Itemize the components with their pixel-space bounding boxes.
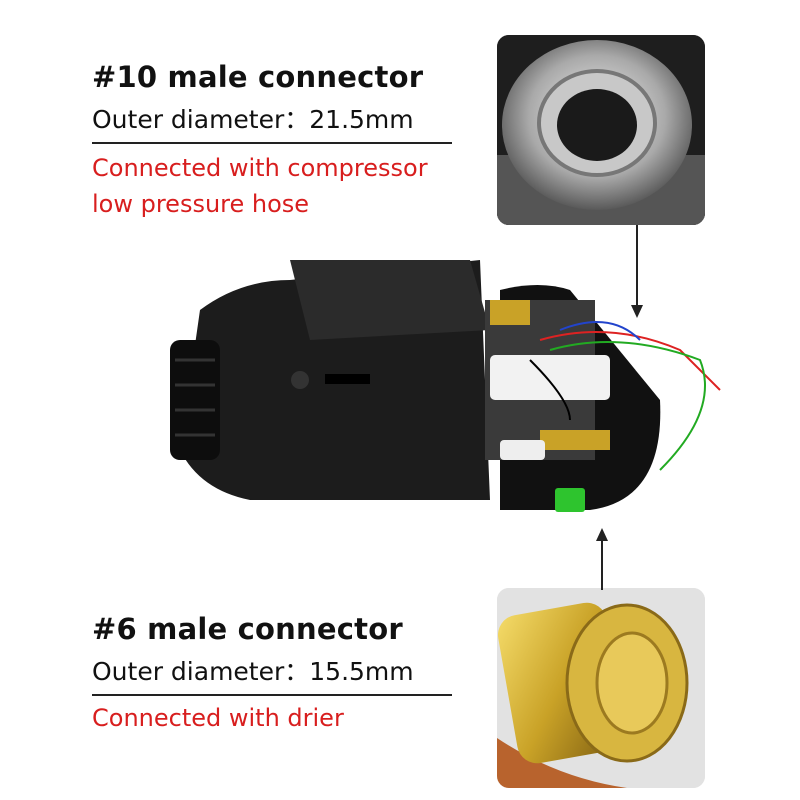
aluminum-fitting-image [497,35,705,225]
brass-fitting-image [497,588,705,788]
top-arrow-icon [631,225,643,318]
bottom-connector-photo [497,588,705,788]
top-note-line2: low pressure hose [92,190,310,218]
top-connector-title: #10 male connector [92,60,424,94]
top-connector-spec: Outer diameter：21.5mm [92,105,414,134]
bottom-connector-spec: Outer diameter：15.5mm [92,657,414,686]
bottom-connector-title: #6 male connector [92,612,403,646]
green-cap [555,488,585,512]
bottom-arrow-icon [596,528,608,590]
bottom-connector-note: Connected with drier [92,700,344,736]
top-connector-photo [497,35,705,225]
bottom-divider [92,694,452,696]
top-divider [92,142,452,144]
top-connector-note: Connected with compressor low pressure h… [92,150,428,222]
top-note-line1: Connected with compressor [92,154,428,182]
bottom-note-line1: Connected with drier [92,704,344,732]
evaporator-unit-image [170,260,721,512]
